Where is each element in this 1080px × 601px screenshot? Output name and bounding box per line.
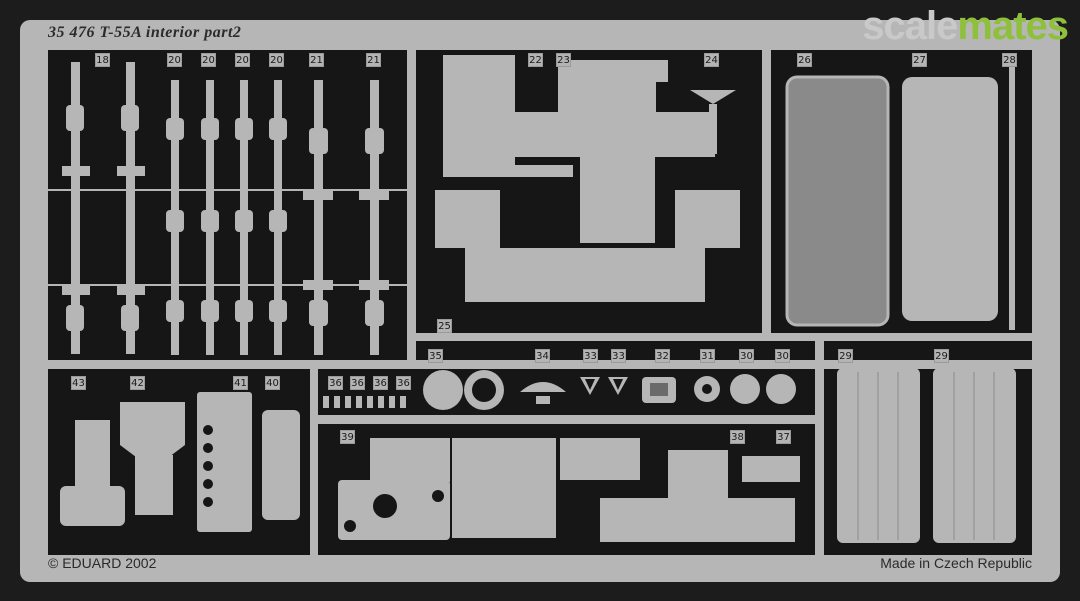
part-label-20: 20 xyxy=(201,53,216,67)
part-label-41: 41 xyxy=(233,376,248,390)
part-label-36: 36 xyxy=(328,376,343,390)
part-label-31: 31 xyxy=(700,349,715,363)
part-39-holes xyxy=(344,490,444,532)
site-logo: scalemates xyxy=(862,4,1069,49)
part-21-straps xyxy=(303,80,389,355)
logo-part-1: scale xyxy=(862,4,958,48)
part-label-39: 39 xyxy=(340,430,355,444)
part-label-38: 38 xyxy=(730,430,745,444)
part-label-29: 29 xyxy=(934,349,949,363)
part-label-36: 36 xyxy=(396,376,411,390)
made-in-text: Made in Czech Republic xyxy=(880,555,1032,571)
part-label-18: 18 xyxy=(95,53,110,67)
part-label-29: 29 xyxy=(838,349,853,363)
part-label-21: 21 xyxy=(366,53,381,67)
part-37-block xyxy=(742,456,800,482)
part-label-20: 20 xyxy=(167,53,182,67)
part-label-36: 36 xyxy=(373,376,388,390)
part-label-20: 20 xyxy=(235,53,250,67)
part-label-20: 20 xyxy=(269,53,284,67)
part-label-23: 23 xyxy=(556,53,571,67)
part-label-27: 27 xyxy=(912,53,927,67)
part-18-straps xyxy=(62,62,145,354)
logo-part-2: mates xyxy=(957,4,1069,48)
part-label-33: 33 xyxy=(611,349,626,363)
part-27-plate xyxy=(902,77,998,321)
part-label-30: 30 xyxy=(739,349,754,363)
part-label-22: 22 xyxy=(528,53,543,67)
part-label-21: 21 xyxy=(309,53,324,67)
part-label-33: 33 xyxy=(583,349,598,363)
part-label-24: 24 xyxy=(704,53,719,67)
part-38-panel xyxy=(600,450,795,542)
part-22-23-bracket xyxy=(435,55,740,302)
part-41-holes xyxy=(203,425,213,507)
part-label-28: 28 xyxy=(1002,53,1017,67)
part-label-35: 35 xyxy=(428,349,443,363)
divider-bars xyxy=(48,50,1032,555)
part-28-rod xyxy=(1009,65,1015,330)
part-36-pins xyxy=(323,396,406,408)
part-label-40: 40 xyxy=(265,376,280,390)
part-label-26: 26 xyxy=(797,53,812,67)
part-label-43: 43 xyxy=(71,376,86,390)
part-label-42: 42 xyxy=(130,376,145,390)
part-20-straps xyxy=(166,80,287,355)
part-label-34: 34 xyxy=(535,349,550,363)
part-label-36: 36 xyxy=(350,376,365,390)
part-label-37: 37 xyxy=(776,430,791,444)
part-label-25: 25 xyxy=(437,319,452,333)
small-parts-cutouts xyxy=(472,378,712,402)
copyright-text: © EDUARD 2002 xyxy=(48,555,157,571)
part-label-30: 30 xyxy=(775,349,790,363)
sprues-left xyxy=(48,189,407,286)
part-29-lines xyxy=(857,372,995,540)
part-label-32: 32 xyxy=(655,349,670,363)
part-26-plate xyxy=(785,75,890,327)
fret-title: 35 476 T-55A interior part2 xyxy=(48,24,242,41)
